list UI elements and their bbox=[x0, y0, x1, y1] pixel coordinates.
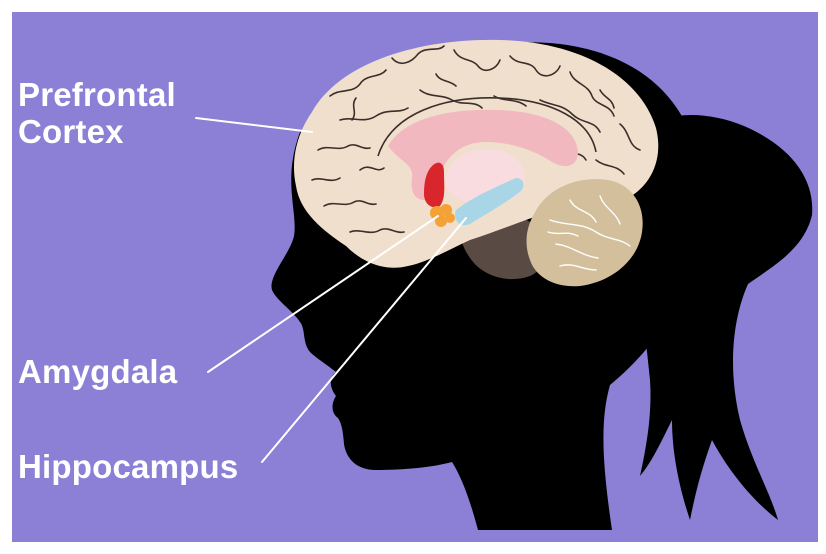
amygdala-label: Amygdala bbox=[18, 353, 177, 390]
prefrontal-cortex-label: Prefrontal Cortex bbox=[18, 76, 176, 150]
prefrontal-label-line1: Prefrontal bbox=[18, 76, 176, 113]
prefrontal-label-line2: Cortex bbox=[18, 113, 176, 150]
hippocampus-label: Hippocampus bbox=[18, 448, 238, 485]
